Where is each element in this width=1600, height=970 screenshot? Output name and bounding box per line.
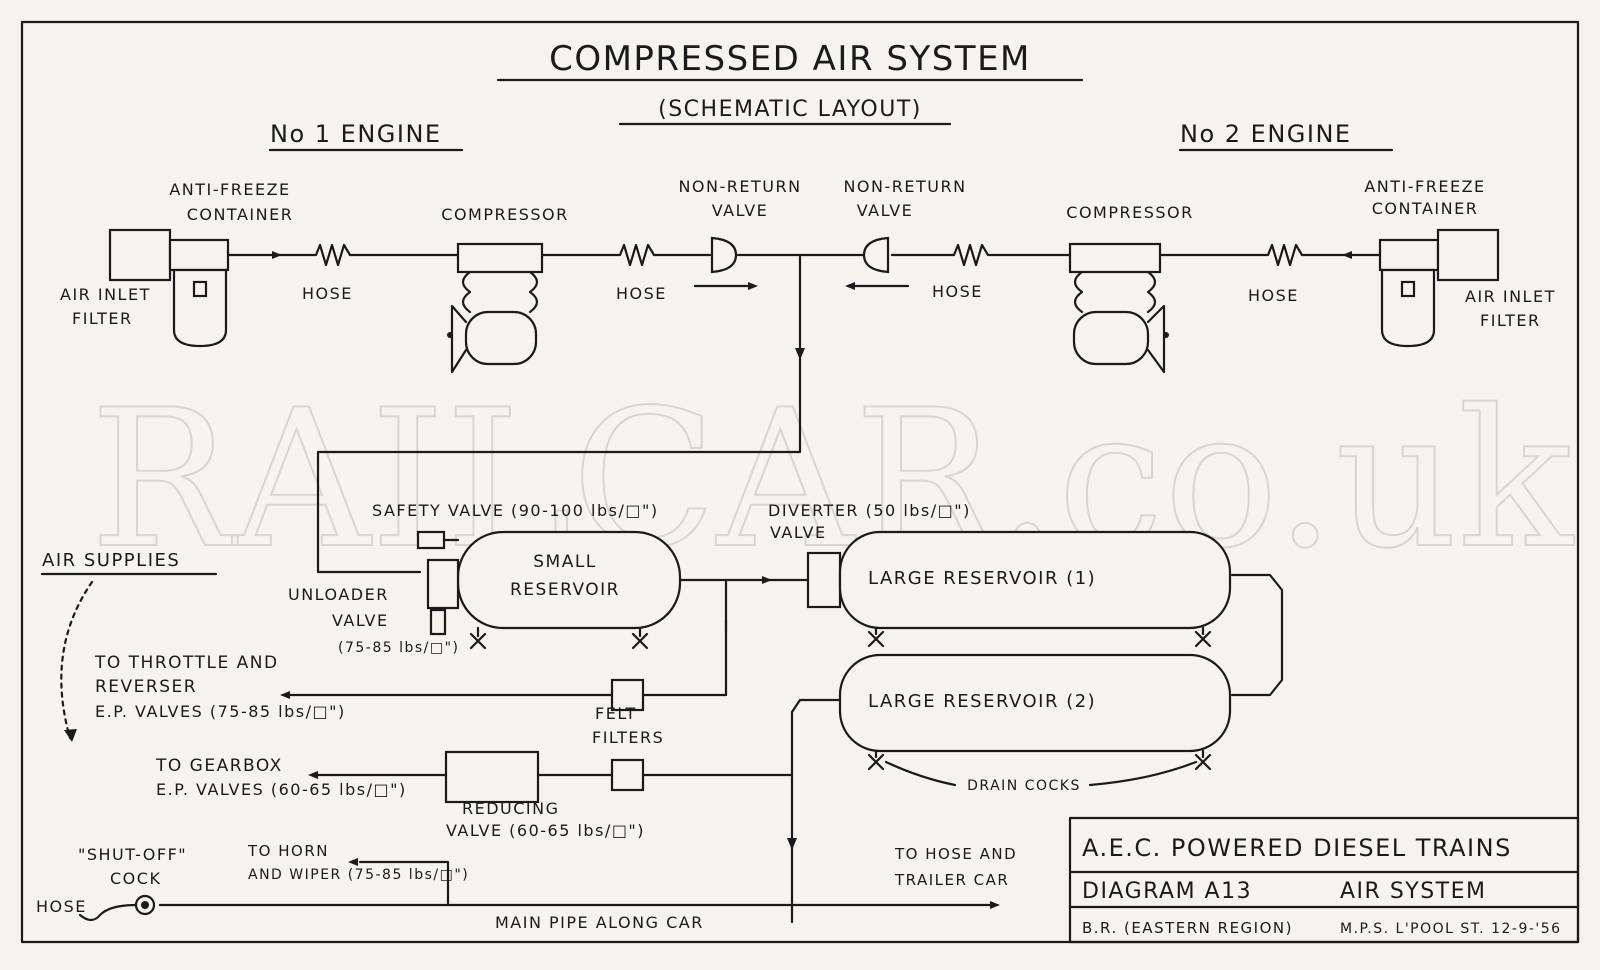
anti-freeze-container-1 bbox=[108, 228, 230, 348]
title-block bbox=[1068, 816, 1580, 944]
air-supplies-label: AIR SUPPLIES bbox=[42, 550, 180, 571]
nrv-2-sub-label: VALVE bbox=[857, 201, 914, 220]
diverter-label-2: VALVE bbox=[770, 523, 827, 542]
hose-1-label: HOSE bbox=[302, 284, 353, 303]
non-return-valve-2 bbox=[862, 236, 890, 274]
diverter-valve bbox=[806, 551, 842, 609]
compressor-2-label: COMPRESSOR bbox=[1066, 203, 1193, 222]
engine-2-label: No 2 ENGINE bbox=[1180, 120, 1352, 148]
throttle-label-3: E.P. VALVES (75-85 lbs/□") bbox=[95, 702, 346, 721]
title-block-system: AIR SYSTEM bbox=[1340, 879, 1487, 904]
throttle-label-2: REVERSER bbox=[95, 677, 197, 697]
unloader-label-1: UNLOADER bbox=[288, 585, 389, 604]
large-reservoir-2 bbox=[838, 653, 1232, 771]
main-pipe-label: MAIN PIPE ALONG CAR bbox=[495, 913, 704, 932]
anti-freeze-1-label: ANTI-FREEZE bbox=[169, 180, 290, 199]
delivery-pipe bbox=[316, 253, 805, 574]
horn-label-1: TO HORN bbox=[247, 842, 329, 860]
title-block-ref: M.P.S. L'POOL ST. 12-9-'56 bbox=[1340, 921, 1562, 937]
anti-freeze-container-2 bbox=[1378, 228, 1500, 348]
shut-off-label-1: "SHUT-OFF" bbox=[78, 845, 187, 864]
felt-label-2: FILTERS bbox=[592, 728, 664, 747]
drain-cocks-label: DRAIN COCKS bbox=[967, 778, 1081, 794]
container-2-label: CONTAINER bbox=[1372, 199, 1479, 218]
small-reservoir-label-1: SMALL bbox=[533, 552, 597, 572]
drawing-border bbox=[20, 20, 1580, 944]
air-supplies-arrow bbox=[60, 580, 94, 742]
horn-label-2: AND WIPER (75-85 lbs/□") bbox=[248, 867, 469, 883]
nrv-2-label: NON-RETURN bbox=[843, 177, 966, 196]
small-reservoir-label-2: RESERVOIR bbox=[510, 580, 620, 600]
diagram-subtitle: (SCHEMATIC LAYOUT) bbox=[658, 97, 922, 122]
small-reservoir bbox=[416, 530, 682, 650]
large-reservoir-1 bbox=[838, 530, 1232, 648]
large-reservoir-2-label: LARGE RESERVOIR (2) bbox=[868, 691, 1096, 712]
large-reservoir-1-label: LARGE RESERVOIR (1) bbox=[868, 568, 1096, 589]
title-block-line1: A.E.C. POWERED DIESEL TRAINS bbox=[1082, 834, 1512, 862]
trailer-label-1: TO HOSE AND bbox=[894, 845, 1017, 863]
engine-1-label: No 1 ENGINE bbox=[270, 120, 442, 148]
throttle-label-1: TO THROTTLE AND bbox=[94, 653, 279, 673]
hose-3-label: HOSE bbox=[932, 282, 983, 301]
diverter-label-1: DIVERTER (50 lbs/□") bbox=[768, 501, 971, 520]
gearbox-label-1: TO GEARBOX bbox=[155, 756, 283, 776]
nrv-1-sub-label: VALVE bbox=[712, 201, 769, 220]
title-block-region: B.R. (EASTERN REGION) bbox=[1082, 919, 1293, 937]
filter-1-label: FILTER bbox=[72, 309, 133, 328]
top-pipeline bbox=[226, 243, 1382, 290]
outlet-pipes bbox=[280, 678, 842, 924]
compressor-2 bbox=[1068, 242, 1169, 374]
air-filter-1-label: AIR INLET bbox=[60, 285, 151, 304]
reservoir-pipes bbox=[641, 573, 1284, 697]
felt-label-1: FELT bbox=[595, 704, 637, 723]
nrv-1-label: NON-RETURN bbox=[678, 177, 801, 196]
reducing-label-1: REDUCING bbox=[462, 799, 560, 818]
filter-2-label: FILTER bbox=[1480, 311, 1541, 330]
anti-freeze-2-label: ANTI-FREEZE bbox=[1364, 177, 1485, 196]
reducing-label-2: VALVE (60-65 lbs/□") bbox=[446, 821, 645, 840]
gearbox-label-2: E.P. VALVES (60-65 lbs/□") bbox=[156, 780, 407, 799]
unloader-label-3: (75-85 lbs/□") bbox=[338, 640, 460, 656]
compressor-1 bbox=[447, 242, 544, 374]
compressor-1-label: COMPRESSOR bbox=[441, 205, 568, 224]
unloader-label-2: VALVE bbox=[332, 611, 389, 630]
trailer-label-2: TRAILER CAR bbox=[894, 871, 1009, 889]
title-block-diagram: DIAGRAM A13 bbox=[1082, 879, 1252, 904]
non-return-valve-1 bbox=[710, 236, 738, 274]
diagram-title: COMPRESSED AIR SYSTEM bbox=[549, 39, 1031, 79]
safety-valve-label: SAFETY VALVE (90-100 lbs/□") bbox=[372, 501, 659, 520]
air-filter-2-label: AIR INLET bbox=[1465, 287, 1556, 306]
main-pipe bbox=[78, 858, 1000, 922]
hose-4-label: HOSE bbox=[1248, 286, 1299, 305]
container-1-label: CONTAINER bbox=[187, 205, 294, 224]
shut-off-label-2: COCK bbox=[110, 869, 161, 888]
hose-main-label: HOSE bbox=[36, 897, 87, 916]
drain-cocks-leaders bbox=[884, 760, 1198, 787]
hose-2-label: HOSE bbox=[616, 284, 667, 303]
